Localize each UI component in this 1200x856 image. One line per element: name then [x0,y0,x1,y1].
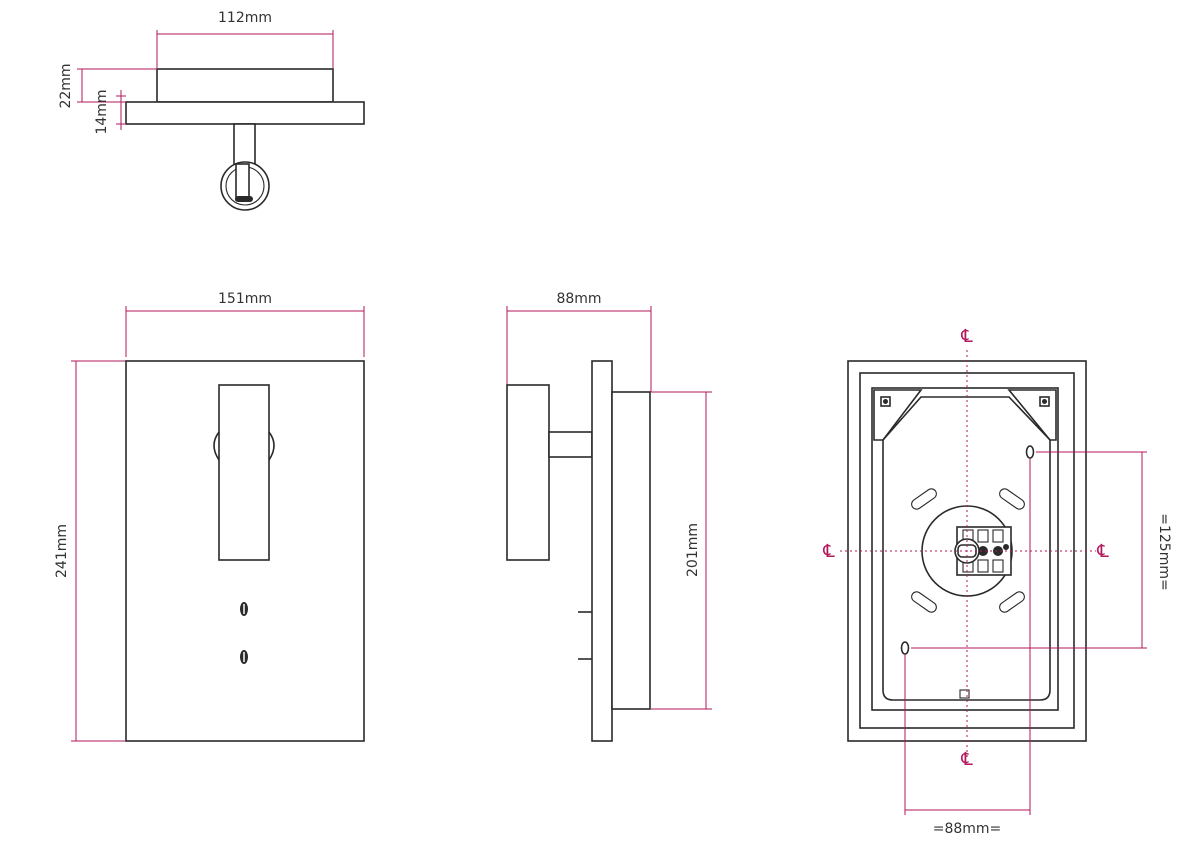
top-housing [156,68,334,103]
top-width-label: 112mm [218,10,272,26]
top-plate [125,101,365,125]
mount-corner-screw-left [880,396,891,407]
top-switch [235,196,253,202]
side-depth-label: 88mm [556,291,601,307]
top-height-label: 22mm [58,63,74,108]
mount-corner-screw-right [1039,396,1050,407]
centerline-symbol-right: ℄ [1096,541,1109,562]
side-plate [591,360,613,742]
side-lamp-head [506,384,550,561]
centerline-symbol-top: ℄ [960,326,973,347]
side-view: 88mm 201mm [506,291,712,742]
top-view: 112mm 22mm 14mm [58,10,365,211]
front-view: 151mm 241mm [54,291,365,742]
centerline-symbol-left: ℄ [822,541,835,562]
side-backbox [611,391,651,710]
mount-box-body [882,396,1051,701]
side-arm [548,431,593,458]
top-plate-label: 14mm [94,89,110,134]
mount-terminal-block [954,526,1012,576]
front-screw-lower [240,650,248,664]
front-lamp-head [218,384,270,561]
mount-box-rim [871,387,1059,711]
front-height-label: 241mm [54,524,70,578]
front-screw-upper [240,602,248,616]
mount-vertical-spacing-label: =125mm= [1156,513,1172,590]
centerline-symbol-bottom: ℄ [960,749,973,770]
mount-horizontal-spacing-label: =88mm= [933,821,1002,837]
front-width-label: 151mm [218,291,272,307]
mounting-view: ℄ ℄ ℄ ℄ =125mm= =88mm= [822,326,1172,837]
side-height-label: 201mm [685,523,701,577]
mount-slots [911,488,1025,613]
